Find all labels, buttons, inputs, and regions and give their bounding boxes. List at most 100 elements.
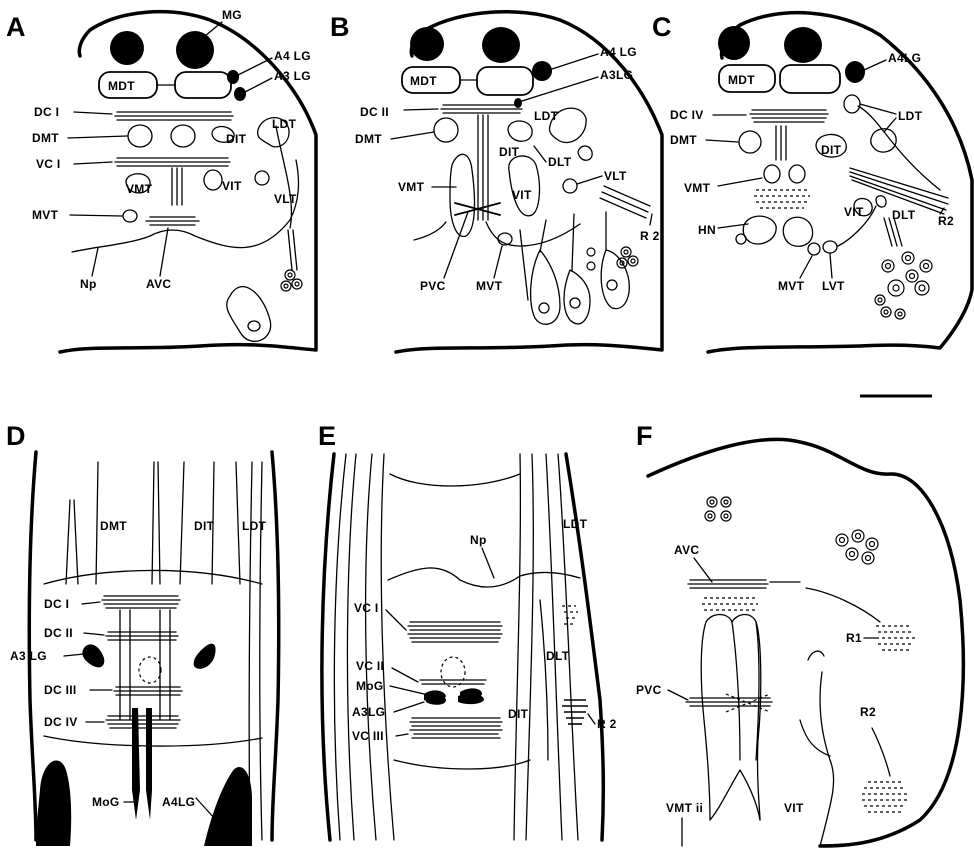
panel-c-midline-fibers <box>776 126 786 160</box>
panel-e-leader-mog <box>390 686 424 694</box>
panel-a-vit-tract <box>204 170 222 190</box>
panel-e-right-border <box>566 454 603 840</box>
panel-d-dc3 <box>114 687 182 695</box>
panel-f-pvc-cross <box>726 694 770 712</box>
panel-e-leader-np <box>482 548 494 578</box>
panel-c-mvt-tract <box>808 243 820 255</box>
panel-e-leader-vc3 <box>396 734 408 736</box>
panel-c-hn-body-left <box>743 216 776 244</box>
panel-a-cell-body <box>227 287 271 342</box>
panel-c: C A4LG MDT DC IV <box>652 12 972 352</box>
panel-e-label-r2: R 2 <box>597 717 617 731</box>
panel-e-vc3 <box>410 718 502 738</box>
panel-c-dlt-tract <box>876 196 886 207</box>
panel-c-vmt-tract-left <box>764 165 780 183</box>
panel-e-label-vc1: VC I <box>354 601 379 615</box>
panel-b-label-pvc: PVC <box>420 279 446 293</box>
panel-e-label-np: Np <box>470 533 487 547</box>
panel-f-r2-hatch <box>862 782 908 812</box>
panel-f-label-pvc: PVC <box>636 683 662 697</box>
panel-e-leader-a3lg <box>394 702 424 712</box>
panel-f-r1-notch <box>808 651 824 660</box>
panel-c-leader-dmt <box>706 140 738 142</box>
panel-c-label-lvt: LVT <box>822 279 845 293</box>
panel-b-dlt-tract <box>578 146 592 160</box>
panel-b-label-mdt: MDT <box>410 74 437 88</box>
panel-c-a4lg-blob <box>845 61 865 83</box>
panel-b-dc2-commissure <box>441 105 522 113</box>
panel-d-label-dc4: DC IV <box>44 715 78 729</box>
panel-d-leader-a3lg <box>64 654 84 656</box>
panel-e-label-vc2: VC II <box>356 659 384 673</box>
panel-f-avc <box>688 580 800 588</box>
panel-a-dc1-commissure <box>115 112 233 120</box>
panel-c-label-vit: VIT <box>844 205 864 219</box>
panel-a-label-mg: MG <box>222 8 242 22</box>
panel-e-left-border <box>322 454 334 840</box>
panel-d-label-dc2: DC II <box>44 626 73 640</box>
panel-b-midline-fibers <box>478 115 488 220</box>
panel-b-leader-mvt <box>494 246 502 278</box>
panel-d-a4lg-left <box>36 760 71 846</box>
panel-a-cell-nucleus <box>248 321 260 331</box>
panel-f-leader-avc <box>694 558 712 582</box>
panel-e-leader-r2 <box>588 714 595 724</box>
panel-c-vmt-tract-right <box>789 165 805 183</box>
panel-a-mg-right <box>176 31 214 69</box>
panel-a: A MG MDT A4 LG A3 LG DC I DMT DIT LDT VC… <box>6 8 316 352</box>
panel-c-lvt-tract <box>823 241 837 253</box>
panel-b-label-vlt: VLT <box>604 169 627 183</box>
panel-b-leader-dmt <box>391 132 434 139</box>
panel-c-label-dc4: DC IV <box>670 108 704 122</box>
panel-a-dmt-tract-right <box>171 125 195 147</box>
panel-b-a4lg-blob <box>532 61 552 81</box>
panel-e-right-tracts <box>514 454 578 840</box>
panel-a-leader-vc1 <box>74 162 112 164</box>
panel-a-leader-mvt <box>70 215 122 216</box>
panel-d-label-dmt: DMT <box>100 519 127 533</box>
panel-a-label-np: Np <box>80 277 97 291</box>
panel-d-dc2 <box>106 632 178 640</box>
panel-f-vit-border <box>800 720 830 756</box>
panel-e-a3lg-left <box>426 696 446 705</box>
panel-a-cell-cluster <box>281 270 302 291</box>
panel-b-cell-body-2 <box>564 270 590 324</box>
panel-f-r1-hatch <box>876 626 916 650</box>
panel-f-vmt-left-2 <box>706 615 740 761</box>
panel-c-label-a4lg: A4LG <box>888 51 921 65</box>
panel-a-leader-mg <box>205 22 222 36</box>
panel-b-vit-tract <box>509 156 540 216</box>
panel-e-label-ldt: LDT <box>563 517 588 531</box>
panel-e-label-vc3: VC III <box>352 729 384 743</box>
panel-f-letter: F <box>636 421 653 451</box>
panel-d-a3lg-left <box>82 644 104 667</box>
panel-d-dashed-region <box>139 657 161 683</box>
panel-c-label-vmt: VMT <box>684 181 711 195</box>
panel-a-label-mvt: MVT <box>32 208 59 222</box>
panel-a-mvt-tract <box>123 210 137 222</box>
panel-b-label-r2: R 2 <box>640 229 660 243</box>
panel-a-leader-np <box>92 248 98 276</box>
panel-d-dc1 <box>102 596 180 608</box>
panel-b-cell-nucleus-3 <box>607 280 617 290</box>
panel-b: B A4 LG A3LG MDT DC II LDT DMT DIT <box>330 12 662 352</box>
panel-b-leader-vlt <box>577 176 602 184</box>
panel-f-leader-pvc <box>668 690 688 700</box>
panel-e-label-a3lg: A3LG <box>352 705 385 719</box>
panel-e-dashed-region <box>441 657 465 687</box>
panel-a-letter: A <box>6 12 26 42</box>
panel-b-a3lg-blob <box>514 98 522 108</box>
panel-a-fiber-descend <box>288 230 297 270</box>
panel-d-label-dit: DIT <box>194 519 215 533</box>
panel-a-mdt-box-right <box>175 72 231 98</box>
panel-c-label-ldt: LDT <box>898 109 923 123</box>
panel-b-dmt-tract <box>434 118 458 142</box>
panel-d-right-border <box>272 452 279 840</box>
panel-d-mog-right <box>146 708 152 820</box>
panel-a-label-vmt: VMT <box>126 182 153 196</box>
panel-b-mg-left <box>410 27 444 61</box>
panel-d-np-border <box>44 570 262 584</box>
panel-a-vlt-tract <box>255 171 269 185</box>
panel-e-bottom-arc <box>394 760 530 769</box>
panel-f-label-r1: R1 <box>846 631 862 645</box>
